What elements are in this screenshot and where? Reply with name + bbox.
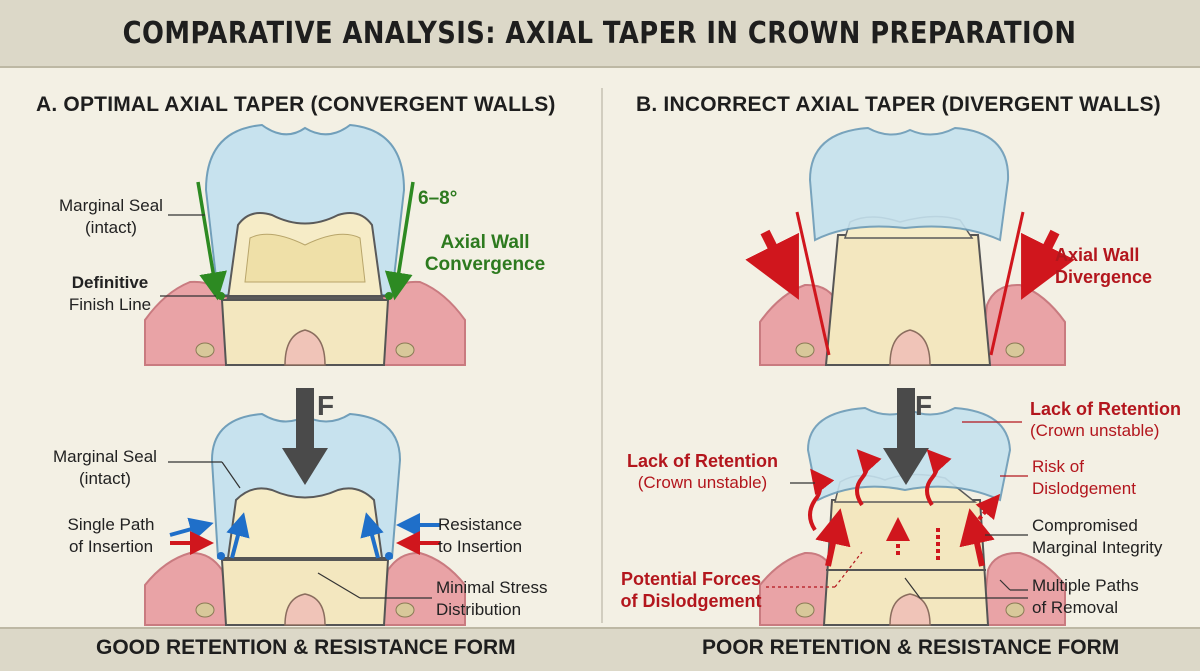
resistance-text: Resistance [438, 515, 523, 534]
marginal-seal-text-1: Marginal Seal [59, 196, 163, 215]
marginal-seal-sub-2: (intact) [79, 469, 131, 488]
convergence-arrow-left [196, 181, 227, 301]
multiple-paths-text: Multiple Paths [1032, 576, 1139, 595]
of-removal-text: of Removal [1032, 598, 1118, 617]
axial-wall-text-b: Axial Wall [1055, 245, 1140, 265]
single-path-text: Single Path [67, 515, 155, 534]
potential-forces-label: Potential Forces of Dislodgement [612, 568, 770, 612]
page-title: COMPARATIVE ANALYSIS: AXIAL TAPER IN CRO… [123, 15, 1077, 51]
floating-crown [808, 126, 1010, 242]
lack-retention-right-label: Lack of Retention (Crown unstable) [1030, 398, 1181, 442]
resistance-label: Resistance to Insertion [438, 514, 522, 558]
lack-retention-right-sub: (Crown unstable) [1030, 421, 1160, 440]
panel-b-bottom-tooth [759, 388, 1066, 626]
lack-retention-left-label: Lack of Retention (Crown unstable) [615, 450, 790, 494]
footer-poor-form: POOR RETENTION & RESISTANCE FORM [702, 636, 1120, 659]
axial-wall-convergence-label: Axial Wall Convergence [420, 232, 550, 276]
marginal-seal-label-1: Marginal Seal (intact) [46, 195, 176, 239]
force-label-a: F [317, 390, 335, 421]
taper-angle-label: 6–8° [418, 188, 458, 209]
footer-bar [0, 627, 1200, 671]
multiple-paths-label: Multiple Paths of Removal [1032, 575, 1139, 619]
to-insertion-text: to Insertion [438, 537, 523, 556]
force-label-b: F [915, 390, 933, 421]
definitive-text: Definitive [71, 273, 149, 292]
convergence-arrow-right [384, 181, 415, 301]
risk-of-text: Risk of [1032, 457, 1084, 476]
lack-retention-right-text: Lack of Retention [1030, 399, 1182, 419]
distribution-text: Distribution [436, 600, 522, 619]
title-bar: COMPARATIVE ANALYSIS: AXIAL TAPER IN CRO… [0, 0, 1200, 68]
minimal-stress-label: Minimal Stress Distribution [436, 577, 547, 621]
of-insertion-text: of Insertion [68, 537, 154, 556]
dislodgement-text: Dislodgement [1032, 479, 1136, 498]
lack-retention-left-text: Lack of Retention [626, 451, 778, 471]
axial-wall-divergence-label: Axial Wall Divergence [1055, 244, 1152, 288]
panel-a-top-tooth [144, 123, 466, 366]
pulp [284, 329, 326, 366]
panel-b-heading: B. INCORRECT AXIAL TAPER (DIVERGENT WALL… [636, 93, 1161, 116]
lack-retention-left-sub: (Crown unstable) [637, 473, 768, 492]
marginal-seal-text-2: Marginal Seal [53, 447, 157, 466]
marginal-integrity-text: Marginal Integrity [1032, 538, 1163, 557]
panel-divider [601, 88, 603, 623]
marginal-seal-sub-1: (intact) [85, 218, 137, 237]
marginal-seal-label-2: Marginal Seal (intact) [40, 446, 170, 490]
finish-line-label: Definitive Finish Line [58, 272, 162, 316]
axial-wall-text-a: Axial Wall [440, 232, 530, 253]
of-dislodgement-text: of Dislodgement [620, 591, 762, 611]
footer-good-form: GOOD RETENTION & RESISTANCE FORM [96, 636, 516, 659]
risk-dislodgement-label: Risk of Dislodgement [1032, 456, 1136, 500]
panel-a-bottom-tooth [144, 388, 466, 626]
divergence-text: Divergence [1055, 267, 1153, 287]
potential-forces-text: Potential Forces [620, 569, 762, 589]
compromised-margin-label: Compromised Marginal Integrity [1032, 515, 1162, 559]
minimal-stress-text: Minimal Stress [436, 578, 548, 597]
single-path-label: Single Path of Insertion [52, 514, 170, 558]
finish-line-text: Finish Line [68, 295, 152, 314]
convergence-text: Convergence [424, 254, 546, 275]
panel-a-heading: A. OPTIMAL AXIAL TAPER (CONVERGENT WALLS… [36, 93, 556, 116]
panel-b-top-tooth [745, 126, 1075, 366]
compromised-text: Compromised [1032, 516, 1138, 535]
